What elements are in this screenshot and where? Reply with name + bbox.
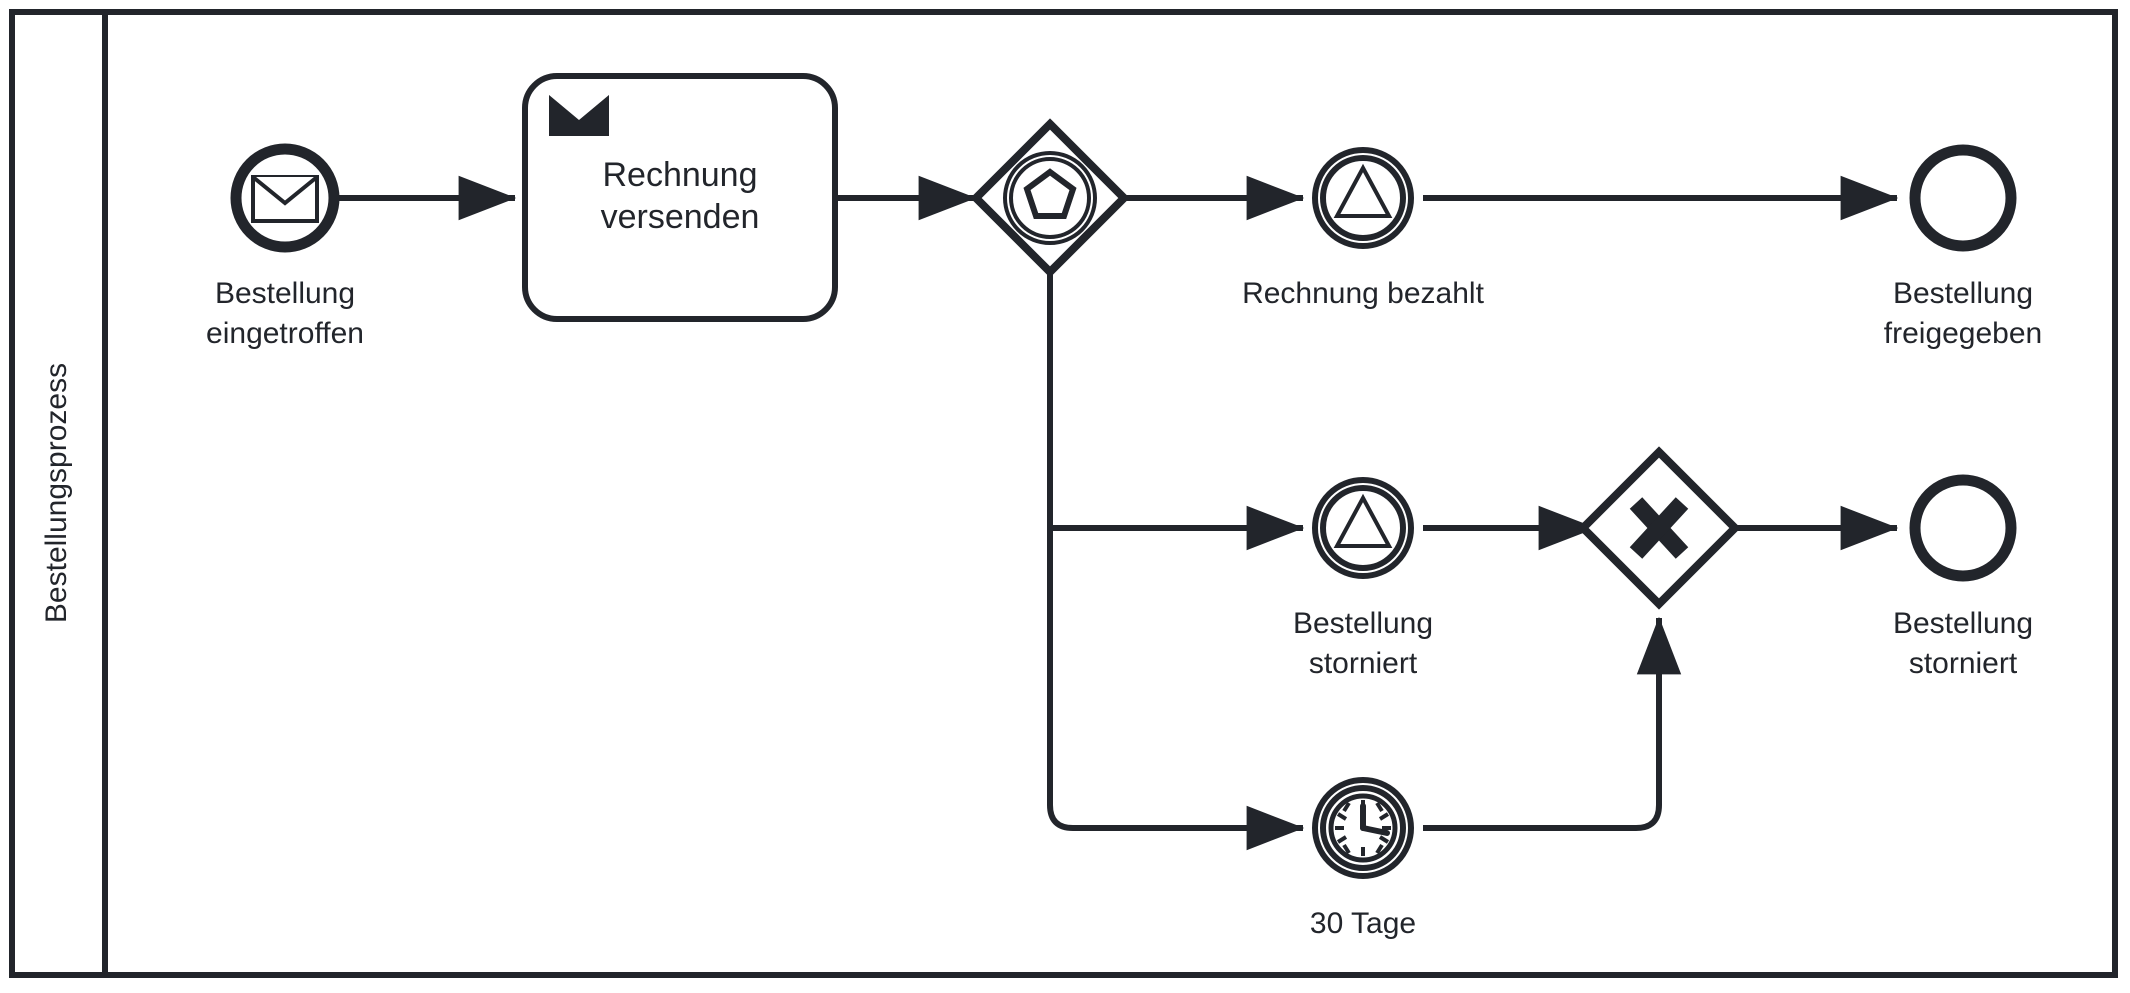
flow-gateway-to-timer[interactable] [1047,528,1305,851]
event-gateway-outer-circle [1003,151,1097,245]
end-released-circle[interactable] [1909,144,2017,252]
triangle-icon [1333,163,1393,218]
end-event-bestellung-storniert[interactable]: Bestellung storniert [1893,474,2033,680]
start-event-bestellung-eingetroffen[interactable]: Bestellung eingetroffen [206,143,364,350]
pool-label: Bestellungsprozess [40,363,73,623]
intermediate-event-30-tage[interactable]: 30 Tage [1310,777,1416,940]
signal-cancelled-label-line1: Bestellung [1293,607,1433,640]
timer-label-line1: 30 Tage [1310,907,1416,940]
start-event-label-line1: Bestellung [215,277,355,310]
signal-cancelled-label-line2: storniert [1309,647,1418,680]
event-gateway-inner-circle [1009,157,1091,239]
end-released-label-line1: Bestellung [1893,277,2033,310]
envelope-filled-icon [544,91,614,136]
end-released-label-line2: freigegeben [1884,317,2042,350]
send-task-label-line2: versenden [601,198,760,236]
clock-icon [1328,793,1398,863]
sequence-flows [335,175,1899,851]
start-event-label-line2: eingetroffen [206,317,364,350]
send-task-label-line1: Rechnung [602,156,757,194]
end-event-bestellung-freigegeben[interactable]: Bestellung freigegeben [1884,144,2042,350]
pentagon-icon [1023,168,1077,219]
intermediate-event-bestellung-storniert[interactable]: Bestellung storniert [1293,477,1433,680]
intermediate-event-rechnung-bezahlt[interactable]: Rechnung bezahlt [1242,147,1485,310]
end-cancelled-label-line2: storniert [1909,647,2018,680]
send-task-rechnung-versenden[interactable]: Rechnung versenden [522,73,838,322]
envelope-icon [251,175,319,223]
send-task-box[interactable] [522,73,838,322]
end-cancelled-label-line1: Bestellung [1893,607,2033,640]
event-based-gateway[interactable] [970,118,1130,278]
flow-timer-to-xgateway[interactable] [1423,616,1682,831]
triangle-icon [1333,493,1393,548]
exclusive-gateway[interactable] [1577,446,1741,610]
signal-paid-label-line1: Rechnung bezahlt [1242,277,1485,310]
x-icon [1629,497,1689,559]
end-cancelled-circle[interactable] [1909,474,2017,582]
